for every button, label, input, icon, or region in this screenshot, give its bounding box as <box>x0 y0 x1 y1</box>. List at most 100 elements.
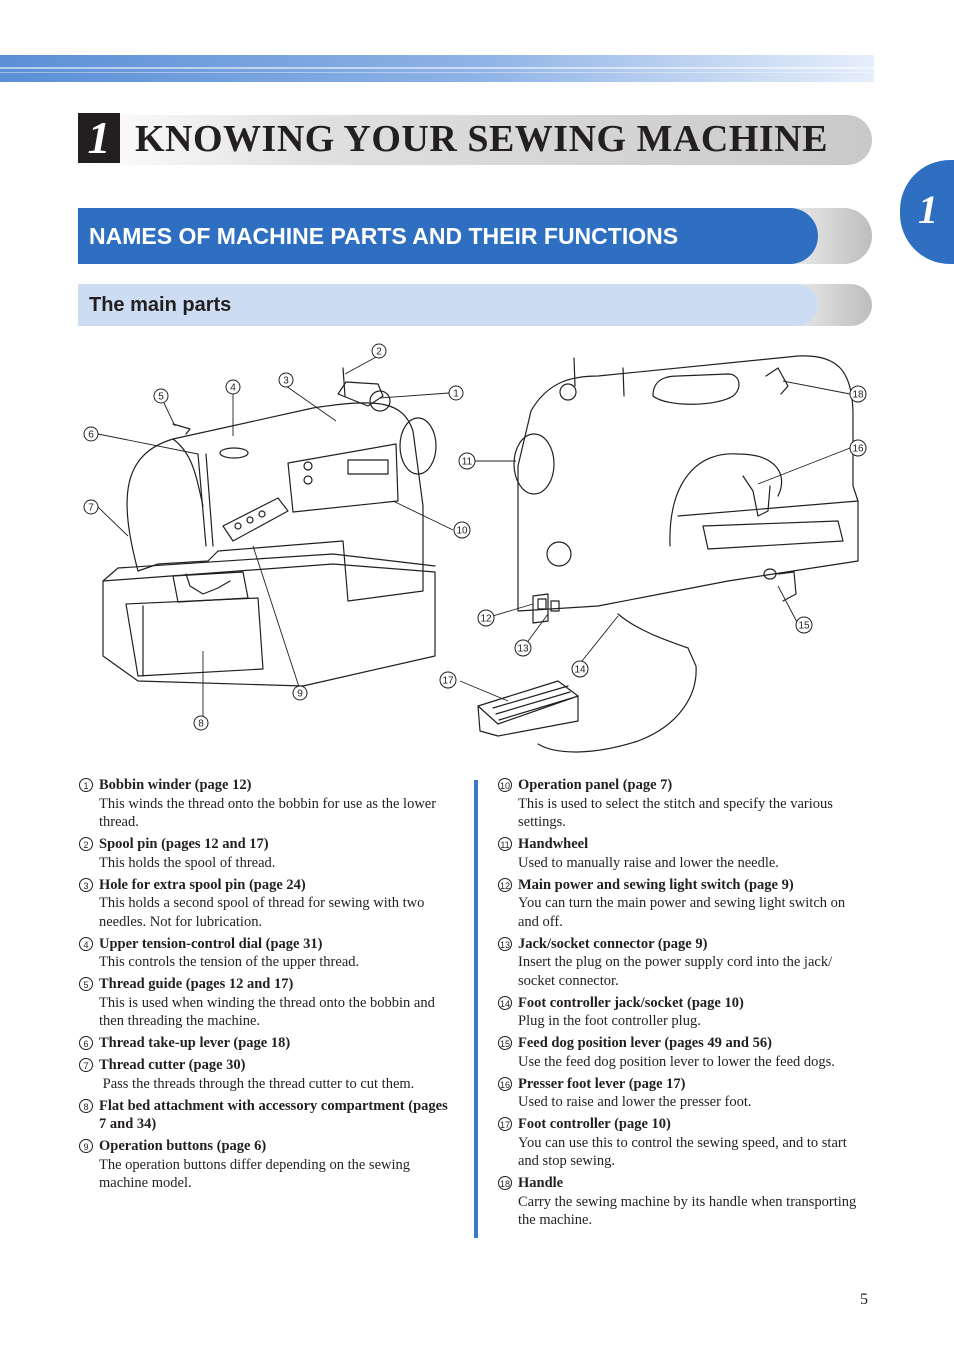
item-number: 16 <box>498 1076 512 1091</box>
item-number: 10 <box>498 778 512 792</box>
item-title: Foot controller jack/socket (page 10) <box>518 994 744 1011</box>
item-title: Foot controller (page 10) <box>518 1116 671 1133</box>
svg-text:8: 8 <box>198 719 204 730</box>
item-title: Operation buttons (page 6) <box>99 1138 267 1155</box>
list-item: 14 Foot controller jack/socket (page 10) P… <box>497 994 867 1031</box>
svg-text:14: 14 <box>574 665 586 676</box>
item-number: 15 <box>498 1036 512 1051</box>
svg-text:9: 9 <box>297 689 303 700</box>
callout-4: 4 <box>225 379 241 395</box>
item-number: 8 <box>79 1098 93 1113</box>
callout-14: 14 <box>571 660 589 678</box>
chapter-number: 1 <box>78 113 120 163</box>
item-title: Hole for extra spool pin (page 24) <box>99 876 306 893</box>
item-description: Used to raise and lower the presser foot… <box>518 1094 752 1111</box>
callout-13: 13 <box>514 639 532 657</box>
item-description: This winds the thread onto the bobbin fo… <box>99 795 437 831</box>
callout-7: 7 <box>83 499 99 515</box>
svg-text:2: 2 <box>376 347 382 358</box>
chapter-side-tab: 1 <box>900 160 954 264</box>
item-number: 7 <box>79 1058 93 1073</box>
svg-text:11: 11 <box>462 457 473 468</box>
item-title: Spool pin (pages 12 and 17) <box>99 836 269 853</box>
item-description: The operation buttons differ depending o… <box>99 1156 411 1192</box>
sewing-machine-illustration: 1 2 3 4 5 6 7 8 9 10 11 12 13 14 15 16 1… <box>83 343 867 753</box>
item-title: Handwheel <box>518 836 589 853</box>
svg-text:4: 4 <box>230 383 236 394</box>
callout-11: 11 <box>458 452 476 470</box>
item-number: 14 <box>498 995 512 1010</box>
item-description: Used to manually raise and lower the nee… <box>518 854 779 871</box>
item-number: 6 <box>79 1036 93 1051</box>
callout-16: 16 <box>849 439 867 457</box>
item-title: Thread cutter (page 30) <box>99 1057 246 1074</box>
item-description: You can use this to control the sewing s… <box>518 1134 847 1170</box>
item-title: Handle <box>518 1175 564 1192</box>
subsection-heading: The main parts <box>78 284 818 326</box>
callout-17: 17 <box>439 671 457 689</box>
item-number: 11 <box>498 837 512 852</box>
list-item: 10 Operation panel (page 7) This is used t… <box>497 776 867 832</box>
header-band <box>0 55 874 82</box>
callout-9: 9 <box>292 685 308 701</box>
item-title: Thread take-up lever (page 18) <box>99 1035 291 1052</box>
callout-12: 12 <box>477 609 495 627</box>
item-description: This is used to select the stitch and sp… <box>518 795 833 831</box>
item-title: Jack/socket connector (page 9) <box>518 935 708 952</box>
page-number: 5 <box>860 1291 868 1308</box>
item-number: 3 <box>79 877 93 892</box>
item-number: 17 <box>498 1117 512 1132</box>
svg-text:18: 18 <box>852 390 864 401</box>
callout-18: 18 <box>849 385 867 403</box>
item-description: This holds a second spool of thread for … <box>99 895 425 930</box>
list-item: 16 Presser foot lever (page 17) Used to ra… <box>497 1075 867 1112</box>
item-title: Bobbin winder (page 12) <box>99 777 252 793</box>
callout-markers: 1 2 3 4 5 6 7 8 9 10 11 12 13 14 15 16 1… <box>83 343 867 731</box>
item-title: Presser foot lever (page 17) <box>518 1075 686 1092</box>
svg-text:12: 12 <box>480 614 492 625</box>
chapter-title: KNOWING YOUR SEWING MACHINE <box>135 118 828 160</box>
item-description: Plug in the foot controller plug. <box>518 1013 701 1030</box>
parts-list-right: 10 Operation panel (page 7) This is used t… <box>497 776 867 1233</box>
section-heading: NAMES OF MACHINE PARTS AND THEIR FUNCTIO… <box>78 208 818 264</box>
callout-2: 2 <box>371 343 387 359</box>
item-description: You can turn the main power and sewing l… <box>518 895 846 930</box>
item-description: Use the feed dog position lever to lower… <box>518 1053 835 1070</box>
parts-list-left: 1 Bobbin winder (page 12) This winds the t… <box>78 776 448 1196</box>
list-item: 6 Thread take-up lever (page 18) <box>78 1034 448 1053</box>
list-item: 1 Bobbin winder (page 12) This winds the t… <box>78 776 448 832</box>
svg-text:17: 17 <box>442 676 454 687</box>
machine-front-view <box>102 367 437 687</box>
item-description: This controls the tension of the upper t… <box>99 954 360 971</box>
column-divider <box>474 780 478 1238</box>
callout-1: 1 <box>448 385 464 401</box>
svg-text:5: 5 <box>158 392 164 403</box>
svg-text:7: 7 <box>88 503 94 514</box>
item-number: 9 <box>79 1139 93 1154</box>
svg-text:16: 16 <box>852 444 864 455</box>
svg-text:15: 15 <box>798 621 810 632</box>
list-item: 9 Operation buttons (page 6)The operation… <box>78 1137 448 1193</box>
item-title: Upper tension-control dial (page 31) <box>99 935 323 952</box>
list-item: 3 Hole for extra spool pin (page 24) This … <box>78 876 448 932</box>
item-title: Main power and sewing light switch (page… <box>518 876 794 893</box>
callout-3: 3 <box>278 372 294 388</box>
svg-text:10: 10 <box>456 526 468 537</box>
item-title: Operation panel (page 7) <box>518 777 673 793</box>
svg-text:3: 3 <box>283 376 289 387</box>
item-title: Thread guide (pages 12 and 17) <box>99 976 294 993</box>
item-description: Carry the sewing machine by its handle w… <box>518 1193 857 1229</box>
callout-10: 10 <box>453 521 471 539</box>
item-description: Insert the plug on the power supply cord… <box>518 954 833 989</box>
item-number: 1 <box>79 778 93 792</box>
svg-text:13: 13 <box>517 644 529 655</box>
